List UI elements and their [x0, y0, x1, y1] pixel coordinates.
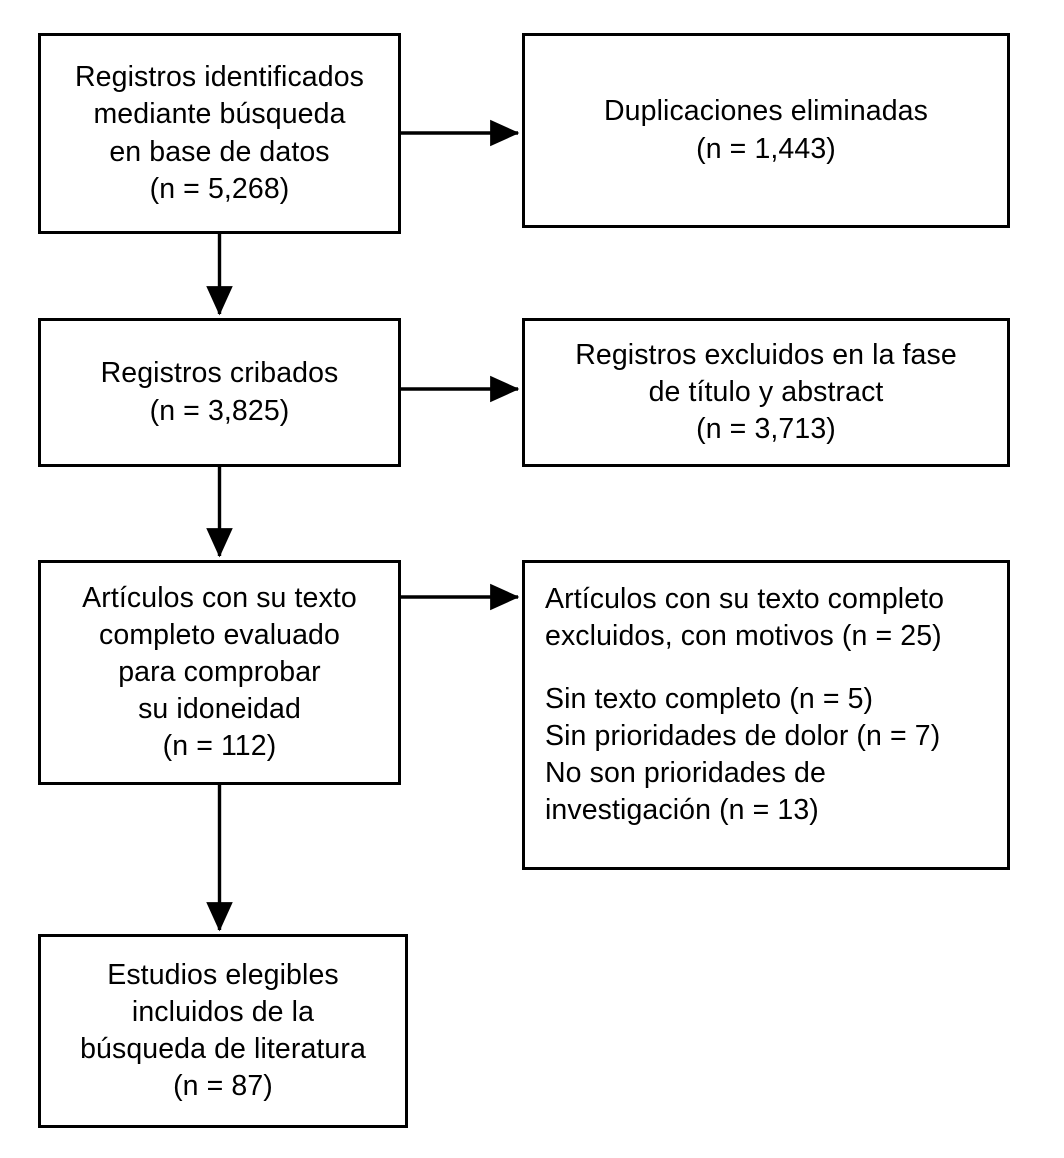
box-records-screened-text: Registros cribados (n = 3,825)	[100, 357, 339, 427]
box-records-excluded-title-abstract: Registros excluidos en la fase de título…	[522, 318, 1010, 467]
box-fulltext-excluded: Artículos con su texto completo excluido…	[522, 560, 1010, 870]
box-studies-included: Estudios elegibles incluidos de la búsqu…	[38, 934, 408, 1128]
box-duplicates-removed: Duplicaciones eliminadas (n = 1,443)	[522, 33, 1010, 228]
box-records-identified: Registros identificados mediante búsqued…	[38, 33, 401, 234]
box-fulltext-excluded-reasons: Sin texto completo (n = 5) Sin prioridad…	[545, 683, 941, 827]
box-records-screened: Registros cribados (n = 3,825)	[38, 318, 401, 467]
box-records-excluded-title-abstract-text: Registros excluidos en la fase de título…	[575, 338, 957, 446]
box-fulltext-excluded-heading: Artículos con su texto completo excluido…	[545, 583, 945, 653]
box-fulltext-assessed: Artículos con su texto completo evaluado…	[38, 560, 401, 785]
box-duplicates-removed-text: Duplicaciones eliminadas (n = 1,443)	[604, 95, 928, 165]
box-records-identified-text: Registros identificados mediante búsqued…	[74, 61, 365, 205]
box-studies-included-text: Estudios elegibles incluidos de la búsqu…	[80, 958, 366, 1103]
box-fulltext-assessed-text: Artículos con su texto completo evaluado…	[82, 581, 357, 763]
